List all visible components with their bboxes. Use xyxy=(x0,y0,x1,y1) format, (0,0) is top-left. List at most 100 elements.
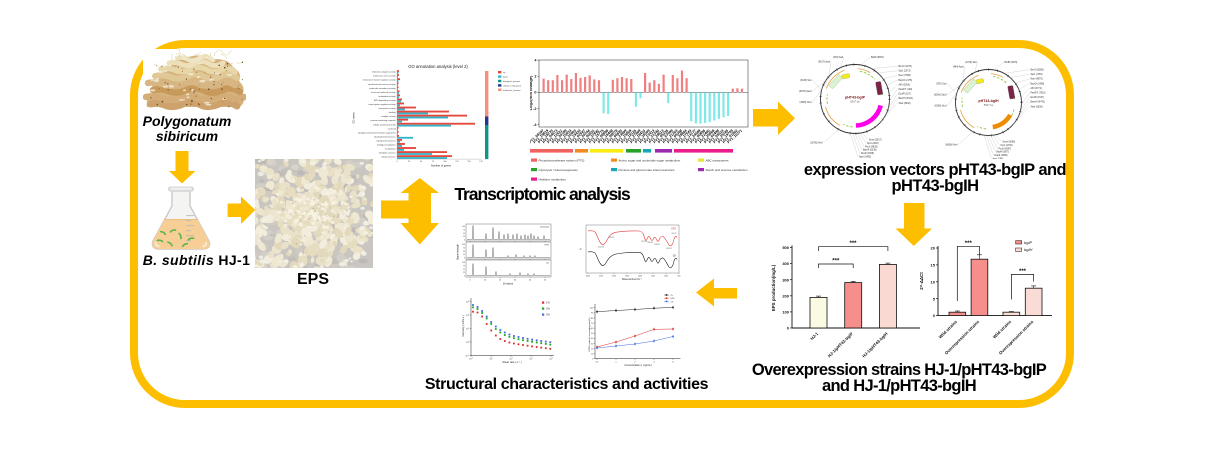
svg-text:1: 1 xyxy=(615,362,617,364)
svg-text:(3076) NheI: (3076) NheI xyxy=(810,143,822,145)
svg-text:(453) SalI: (453) SalI xyxy=(833,57,843,59)
svg-text:100: 100 xyxy=(443,161,447,163)
svg-text:100: 100 xyxy=(489,358,492,361)
svg-text:3412.96: 3412.96 xyxy=(598,247,604,249)
svg-text:transcription regulator activi: transcription regulator activity xyxy=(368,103,396,106)
svg-text:EcoRI (1537): EcoRI (1537) xyxy=(1031,97,1045,99)
svg-text:BamHI (3531): BamHI (3531) xyxy=(899,98,914,100)
svg-text:(6836) NheI: (6836) NheI xyxy=(945,145,957,147)
svg-text:1059.12: 1059.12 xyxy=(666,248,672,250)
svg-text:NaeI (7388): NaeI (7388) xyxy=(899,75,911,77)
svg-text:EPS: EPS xyxy=(671,229,676,231)
svg-text:catalytic activity: catalytic activity xyxy=(381,115,396,118)
svg-text:Number of genes: Number of genes xyxy=(431,164,452,168)
svg-text:Signal strength: Signal strength xyxy=(457,243,460,260)
svg-text:100: 100 xyxy=(590,308,594,310)
svg-text:Histidine metabolism: Histidine metabolism xyxy=(539,177,567,181)
svg-text:ATP-dependent activity: ATP-dependent activity xyxy=(374,99,396,102)
svg-text:developmental process: developmental process xyxy=(374,135,395,138)
svg-text:-2: -2 xyxy=(533,107,536,111)
svg-text:103: 103 xyxy=(466,301,469,304)
svg-text:Wavenumber/cm⁻¹: Wavenumber/cm⁻¹ xyxy=(622,278,642,281)
svg-text:3%: 3% xyxy=(546,313,550,317)
svg-text:101: 101 xyxy=(509,358,512,361)
svg-text:75: 75 xyxy=(463,265,465,267)
svg-text:20: 20 xyxy=(499,280,501,282)
svg-text:125: 125 xyxy=(455,161,459,163)
svg-text:25: 25 xyxy=(463,236,465,238)
svg-text:100: 100 xyxy=(462,262,465,264)
svg-text:4000: 4000 xyxy=(586,275,590,277)
svg-text:DPPH radicals scavenging rate(: DPPH radicals scavenging rate(%) xyxy=(588,317,591,351)
svg-text:3000: 3000 xyxy=(612,275,616,277)
svg-text:103: 103 xyxy=(549,358,552,361)
svg-text:biological_process: biological_process xyxy=(503,80,520,83)
svg-text:3500: 3500 xyxy=(599,275,603,277)
svg-text:HJ-1: HJ-1 xyxy=(809,331,819,341)
svg-text:0: 0 xyxy=(464,258,465,260)
svg-text:molecular carrier activity: molecular carrier activity xyxy=(373,75,396,78)
svg-text:1500: 1500 xyxy=(651,275,655,277)
svg-text:1%: 1% xyxy=(546,301,550,305)
svg-text:nucleoid: nucleoid xyxy=(388,128,397,130)
svg-text:50: 50 xyxy=(463,269,465,271)
svg-text:1406.06: 1406.06 xyxy=(647,242,653,244)
svg-text:AgeI (186): AgeI (186) xyxy=(993,158,1004,160)
svg-text:PvuII (4839): PvuII (4839) xyxy=(865,146,878,148)
svg-text:SacI (1765): SacI (1765) xyxy=(1031,74,1043,76)
svg-text:0: 0 xyxy=(464,240,465,242)
svg-text:localization: localization xyxy=(385,148,396,151)
svg-text:KpnI (2827): KpnI (2827) xyxy=(867,143,879,145)
svg-text:0: 0 xyxy=(933,313,936,318)
svg-text:0: 0 xyxy=(464,276,465,278)
svg-text:500: 500 xyxy=(782,245,789,250)
svg-text:101: 101 xyxy=(466,328,469,331)
svg-text:KpnI (4706): KpnI (4706) xyxy=(1001,145,1013,147)
svg-text:400: 400 xyxy=(782,261,789,266)
svg-text:1000: 1000 xyxy=(664,275,668,277)
svg-text:DraIII (3368): DraIII (3368) xyxy=(995,154,1008,157)
svg-text:1246.92: 1246.92 xyxy=(654,244,660,246)
svg-text:50: 50 xyxy=(544,280,546,282)
svg-text:(8156) NcoI: (8156) NcoI xyxy=(934,106,946,108)
svg-text:90: 90 xyxy=(591,313,594,315)
svg-text:50: 50 xyxy=(420,161,423,163)
svg-text:BspHI (5238): BspHI (5238) xyxy=(863,150,877,152)
svg-text:(2379) SalI: (2379) SalI xyxy=(965,62,977,64)
svg-text:30: 30 xyxy=(591,343,594,345)
svg-text:30: 30 xyxy=(514,280,516,282)
svg-text:0: 0 xyxy=(469,280,470,282)
svg-text:***: *** xyxy=(832,259,840,265)
svg-text:0: 0 xyxy=(787,326,790,331)
svg-text:4: 4 xyxy=(653,362,655,364)
svg-text:CK: CK xyxy=(546,262,550,264)
svg-text:500: 500 xyxy=(678,275,681,277)
svg-text:2θ values: 2θ values xyxy=(503,283,514,286)
svg-text:2%: 2% xyxy=(546,307,550,311)
svg-text:25: 25 xyxy=(408,161,411,163)
svg-text:Wild strains: Wild strains xyxy=(938,319,959,340)
svg-text:PaeR7I (129): PaeR7I (129) xyxy=(899,89,913,91)
svg-text:100: 100 xyxy=(466,341,469,344)
svg-text:Vc: Vc xyxy=(671,295,673,297)
svg-text:Viscosity ( mPa·s ): Viscosity ( mPa·s ) xyxy=(461,315,465,337)
svg-text:50: 50 xyxy=(463,233,465,235)
svg-text:102: 102 xyxy=(466,314,469,317)
svg-text:75: 75 xyxy=(432,161,435,163)
svg-text:Standard: Standard xyxy=(540,225,550,228)
svg-text:biological regulation: biological regulation xyxy=(377,144,396,147)
svg-text:HJ-1/pHT43-bgIH: HJ-1/pHT43-bgIH xyxy=(861,331,888,358)
svg-text:25: 25 xyxy=(463,272,465,274)
svg-text:2935.34: 2935.34 xyxy=(608,237,614,239)
svg-text:pHT43-bgIP: pHT43-bgIP xyxy=(845,96,866,100)
svg-text:EPS: EPS xyxy=(671,298,676,300)
svg-text:(4995) NcoI: (4995) NcoI xyxy=(799,102,811,104)
svg-text:BsrGI (6385): BsrGI (6385) xyxy=(1031,69,1044,72)
svg-text:bgIH: bgIH xyxy=(1024,247,1033,252)
svg-text:(6017) ApaI: (6017) ApaI xyxy=(818,61,830,64)
svg-text:100: 100 xyxy=(462,226,465,228)
svg-text:HJ-1/pHT43-bgIP: HJ-1/pHT43-bgIP xyxy=(827,331,854,358)
svg-text:EcoRI (187): EcoRI (187) xyxy=(899,94,911,96)
svg-text:GO terms: GO terms xyxy=(352,112,356,124)
svg-text:10-1: 10-1 xyxy=(469,358,473,361)
